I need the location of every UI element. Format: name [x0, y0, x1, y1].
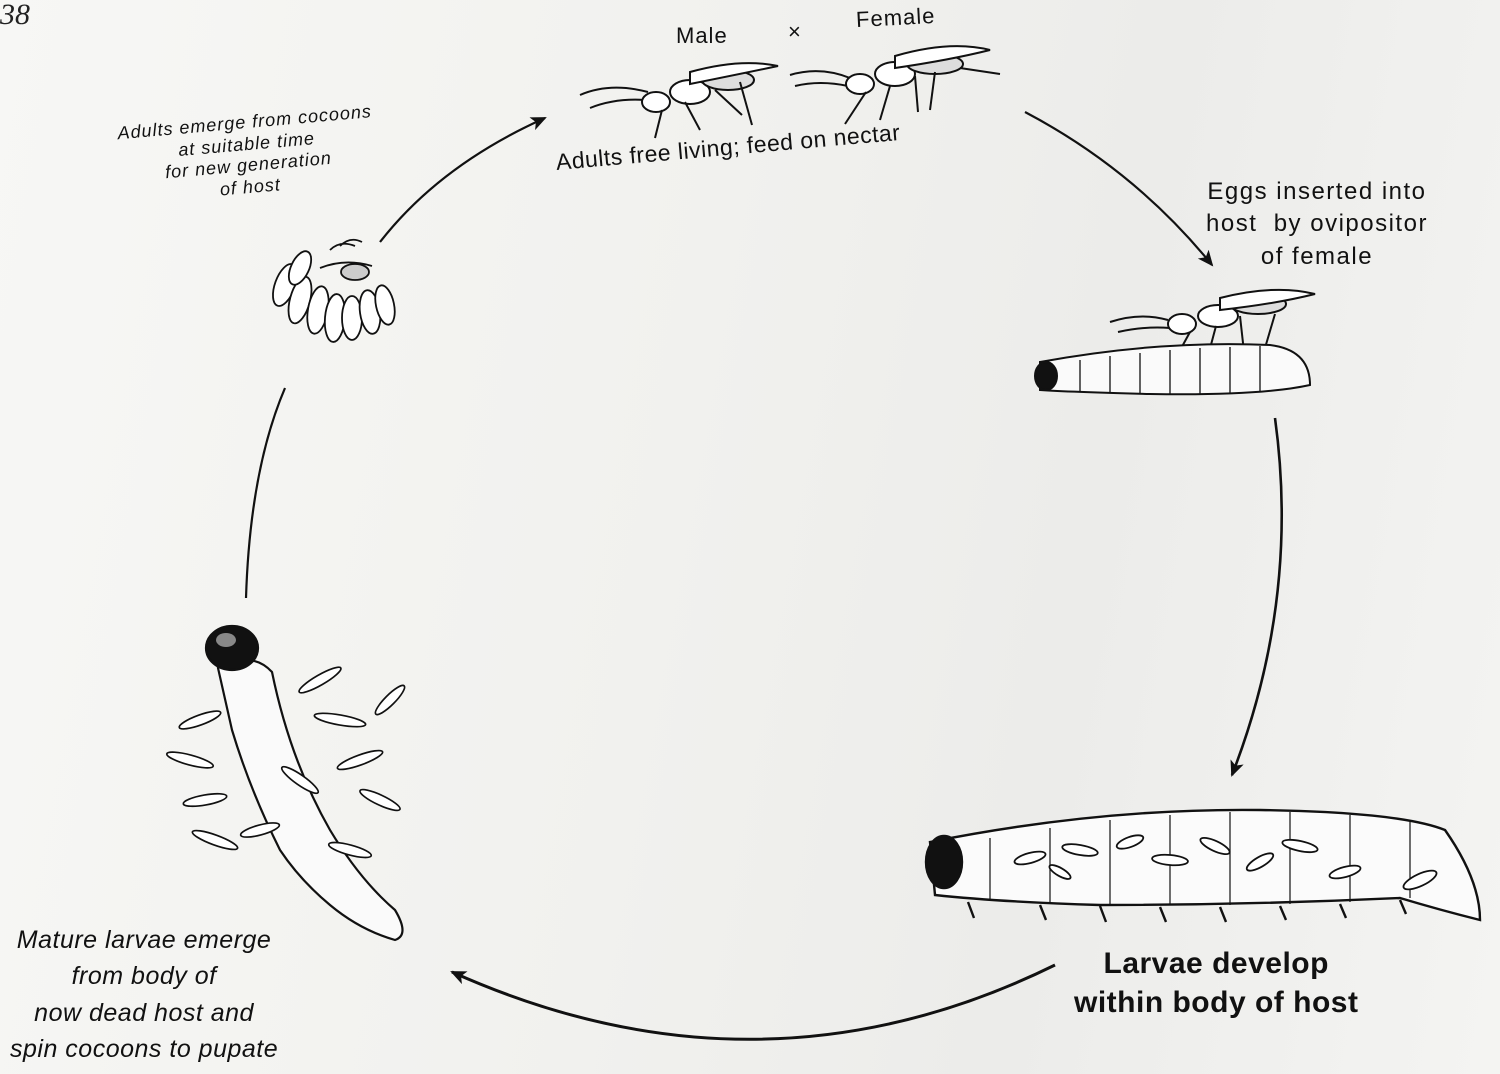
male-label: Male — [676, 22, 728, 50]
mature-caption-line: from body of — [10, 958, 278, 994]
parasitized-caterpillar-icon — [926, 810, 1480, 922]
page-number: 38 — [0, 0, 30, 34]
arrow-larvae-to-mature — [452, 965, 1055, 1039]
larvae-caption-line: Larvae develop — [1074, 944, 1358, 983]
arrow-adults-to-eggs — [1025, 112, 1212, 265]
arrow-cocoons-to-adults — [380, 118, 545, 242]
eggs-caption: Eggs inserted into host by ovipositor of… — [1206, 176, 1428, 273]
eggs-caption-line: host by ovipositor — [1206, 208, 1428, 240]
mature-caption-line: Mature larvae emerge — [10, 922, 278, 958]
larvae-develop-caption: Larvae develop within body of host — [1074, 944, 1358, 1022]
larvae-caption-line: within body of host — [1074, 983, 1358, 1022]
cross-symbol: × — [788, 18, 801, 46]
mature-caption-line: now dead host and — [10, 995, 278, 1031]
mature-larvae-caption: Mature larvae emerge from body of now de… — [10, 922, 278, 1067]
cocoon-cluster-icon — [268, 240, 398, 343]
mature-caption-line: spin cocoons to pupate — [10, 1031, 278, 1067]
dead-host-with-larvae-icon — [166, 626, 408, 940]
line-mature-to-cocoons — [246, 388, 285, 598]
eggs-caption-line: Eggs inserted into — [1206, 176, 1428, 208]
arrow-eggs-to-larvae — [1232, 418, 1282, 775]
eggs-caption-line: of female — [1206, 241, 1428, 273]
host-caterpillar-icon — [1035, 344, 1310, 394]
female-wasp-icon — [790, 46, 1000, 124]
male-wasp-icon — [580, 63, 778, 138]
female-label: Female — [855, 2, 936, 34]
